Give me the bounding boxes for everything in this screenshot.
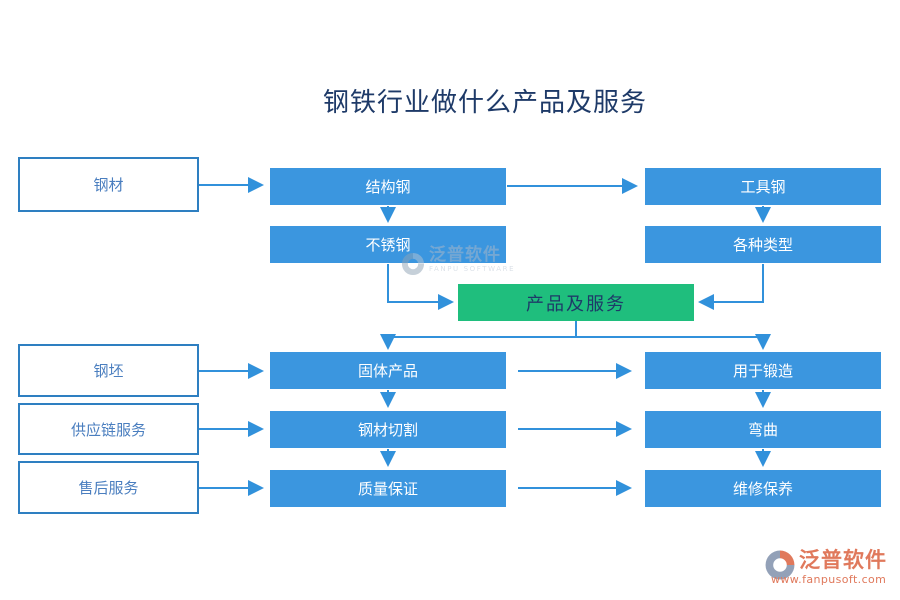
node-after-sales-service: 售后服务 xyxy=(18,461,199,514)
node-maintenance: 维修保养 xyxy=(645,470,881,507)
footer-website: www.fanpusoft.com xyxy=(771,573,887,586)
node-products-and-services: 产品及服务 xyxy=(458,284,694,321)
node-supply-chain-service: 供应链服务 xyxy=(18,403,199,455)
connector-stainless-to-products xyxy=(387,264,454,310)
node-structural-steel: 结构钢 xyxy=(270,168,506,205)
node-bending: 弯曲 xyxy=(645,411,881,448)
fanpu-logo-icon xyxy=(765,550,795,580)
node-steel-cutting: 钢材切割 xyxy=(270,411,506,448)
footer-brand-name: 泛普软件 xyxy=(799,548,887,572)
footer-brand: 泛普软件 www.fanpusoft.com xyxy=(763,547,887,586)
connector-products-to-solid xyxy=(380,321,577,350)
node-various-types: 各种类型 xyxy=(645,226,881,263)
node-quality-assurance: 质量保证 xyxy=(270,470,506,507)
watermark-brand-en: FANPU SOFTWARE xyxy=(429,265,516,273)
node-tool-steel: 工具钢 xyxy=(645,168,881,205)
node-for-forging: 用于锻造 xyxy=(645,352,881,389)
node-solid-products: 固体产品 xyxy=(270,352,506,389)
connector-products-to-forging xyxy=(576,334,771,350)
node-steel-billet: 钢坯 xyxy=(18,344,199,397)
node-steel-material: 钢材 xyxy=(18,157,199,212)
connector-types-to-products xyxy=(698,264,764,310)
node-stainless-steel: 不锈钢 xyxy=(270,226,506,263)
page-title: 钢铁行业做什么产品及服务 xyxy=(322,88,647,118)
